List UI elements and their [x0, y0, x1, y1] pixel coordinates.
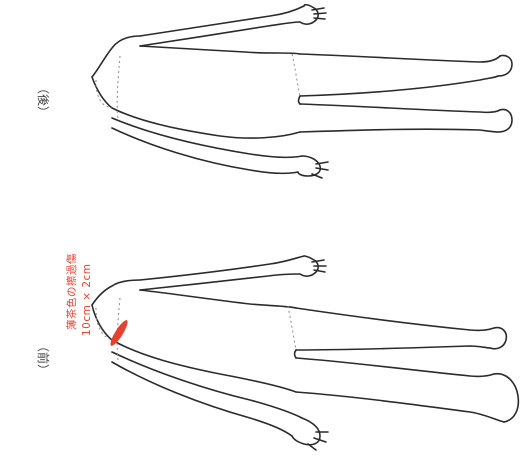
back-body-figure: [92, 5, 512, 178]
abrasion-size: 10cm × 2cm: [81, 263, 93, 336]
back-label: （後）: [35, 82, 52, 118]
abrasion-description: 薄茶色の擦過傷: [64, 253, 79, 330]
front-label: （前）: [35, 340, 52, 376]
front-body-figure: [92, 256, 518, 450]
